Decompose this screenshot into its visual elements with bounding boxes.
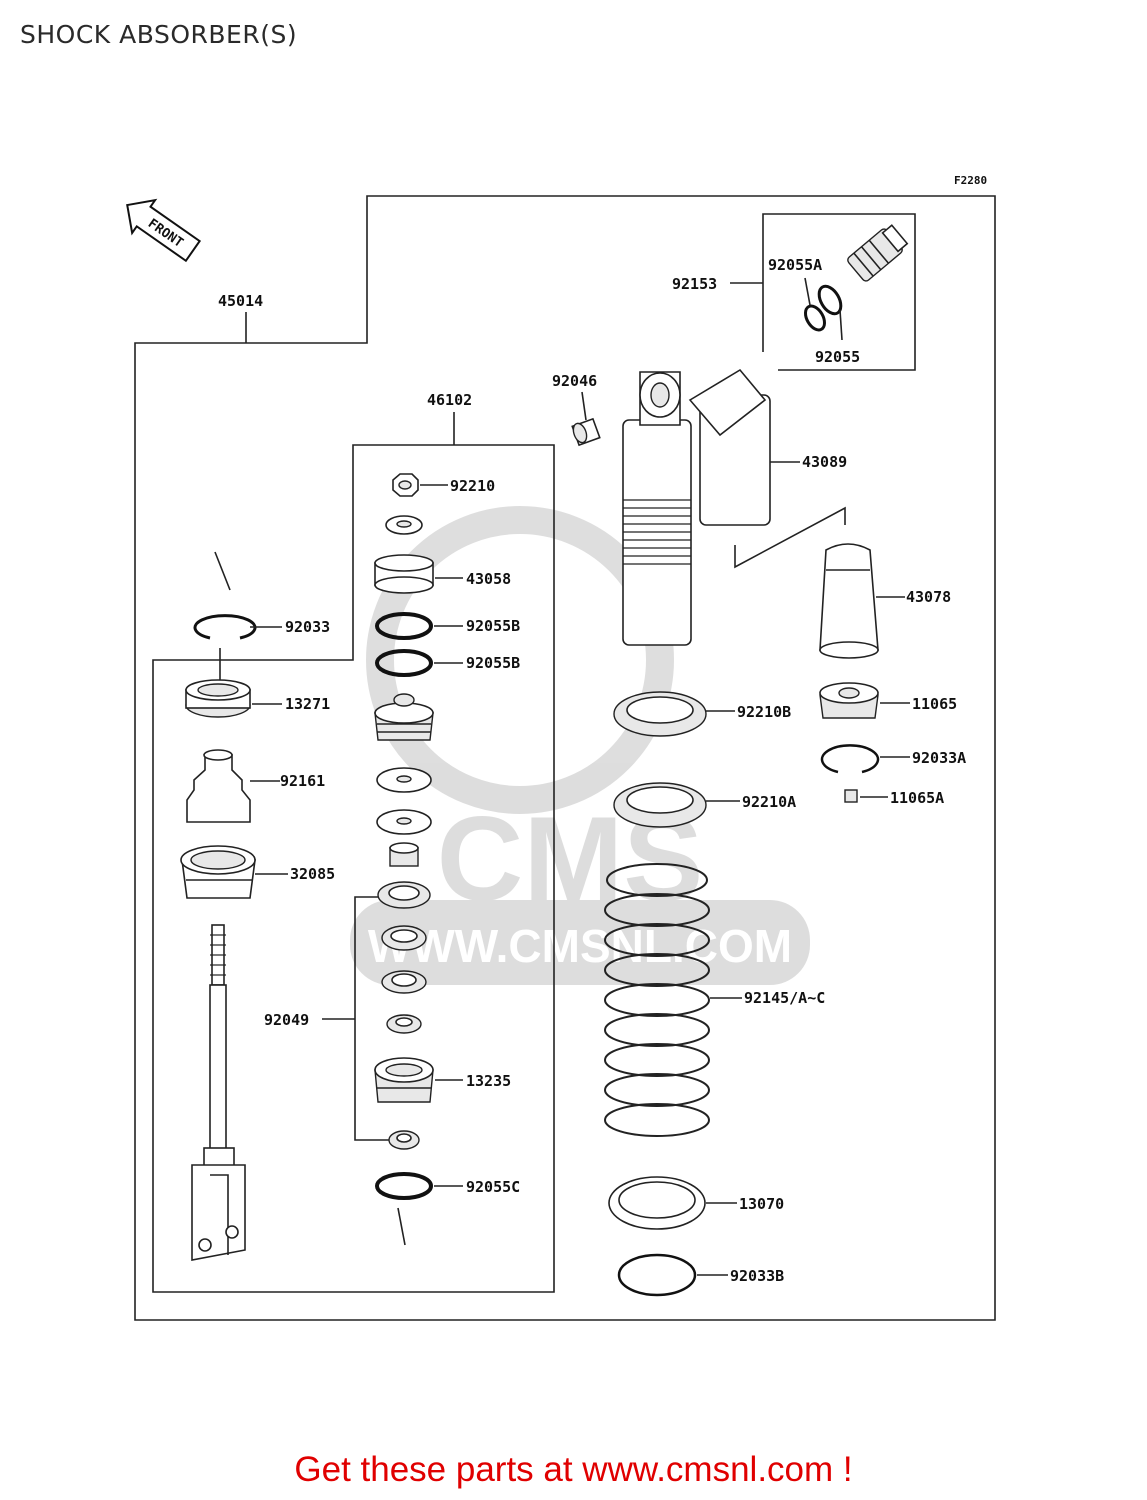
part-label-92210B: 92210B — [737, 703, 791, 721]
part-label-92161: 92161 — [280, 772, 325, 790]
part-label-13235: 13235 — [466, 1072, 511, 1090]
part-label-11065A: 11065A — [890, 789, 944, 807]
part-label-92055C: 92055C — [466, 1178, 520, 1196]
assembly-frame-46102 — [152, 444, 555, 1293]
part-valve-spring — [389, 842, 419, 867]
part-label-32085: 32085 — [290, 865, 335, 883]
part-label-43058: 43058 — [466, 570, 511, 588]
part-32085-seal-holder — [180, 845, 256, 899]
part-piston-rod — [191, 924, 246, 1261]
footer-promo-link[interactable]: Get these parts at www.cmsnl.com ! — [294, 1450, 853, 1489]
part-92145-spring — [604, 863, 710, 1137]
part-13070-spring-seat — [608, 1176, 706, 1230]
part-washer-top — [385, 515, 423, 535]
part-92055A-o-ring — [804, 304, 826, 332]
part-label-92055A: 92055A — [768, 256, 822, 274]
part-piston — [374, 693, 434, 741]
part-92161-bump-stop — [186, 749, 251, 823]
figure-code: F2280 — [954, 174, 987, 187]
part-label-45014: 45014 — [218, 292, 263, 310]
part-43058-collar — [374, 554, 434, 594]
part-13235-piston-holder — [374, 1057, 434, 1103]
part-label-43089: 43089 — [802, 453, 847, 471]
part-92210-nut — [392, 473, 419, 497]
part-label-46102: 46102 — [427, 391, 472, 409]
part-92055B-o-ring-2 — [375, 649, 433, 677]
part-label-92046: 92046 — [552, 372, 597, 390]
part-92049-washer-4 — [386, 1014, 422, 1034]
part-label-13070: 13070 — [739, 1195, 784, 1213]
part-92049-washer-2 — [381, 925, 427, 951]
part-43078-reservoir-cap — [819, 543, 879, 659]
part-92049-washer-3 — [381, 970, 427, 994]
watermark-url: WWW.CMSNL.COM — [368, 920, 792, 972]
part-label-92210A: 92210A — [742, 793, 796, 811]
part-92210A-adjuster-nut — [613, 782, 707, 828]
part-11065-bladder — [819, 682, 879, 719]
part-shim-2 — [376, 809, 432, 835]
part-label-92055: 92055 — [815, 348, 860, 366]
part-label-92055B-2: 92055B — [466, 654, 520, 672]
part-92049-washer-1 — [377, 881, 431, 909]
part-label-92210: 92210 — [450, 477, 495, 495]
part-label-92145: 92145/A~C — [744, 989, 825, 1007]
part-11065A-valve-core — [844, 789, 858, 803]
part-92046-bushing — [571, 417, 601, 447]
part-92210B-locknut — [613, 691, 707, 737]
assembly-frame-45014 — [134, 195, 996, 1321]
part-92033A-circlip — [820, 744, 880, 774]
part-label-92049: 92049 — [264, 1011, 309, 1029]
part-label-92153: 92153 — [672, 275, 717, 293]
part-label-43078: 43078 — [906, 588, 951, 606]
part-label-92033A: 92033A — [912, 749, 966, 767]
part-43089-shock-body — [622, 368, 771, 646]
part-92055B-o-ring-1 — [375, 612, 433, 640]
part-shim-1 — [376, 767, 432, 793]
part-label-92055B-1: 92055B — [466, 617, 520, 635]
part-13271-cap — [185, 679, 251, 718]
part-label-92033B: 92033B — [730, 1267, 784, 1285]
part-92055C-o-ring — [375, 1172, 433, 1200]
part-92033-circlip — [193, 551, 257, 680]
part-label-92033: 92033 — [285, 618, 330, 636]
part-92049-washer-5 — [388, 1130, 420, 1150]
part-92033B-circlip — [617, 1253, 697, 1297]
part-label-13271: 13271 — [285, 695, 330, 713]
part-92153-valve — [847, 224, 909, 282]
part-92055-o-ring — [817, 284, 843, 316]
assembly-frame-92153 — [762, 213, 916, 371]
part-label-11065: 11065 — [912, 695, 957, 713]
page-title: SHOCK ABSORBER(S) — [20, 20, 298, 49]
front-arrow-icon: FRONT — [126, 198, 202, 263]
